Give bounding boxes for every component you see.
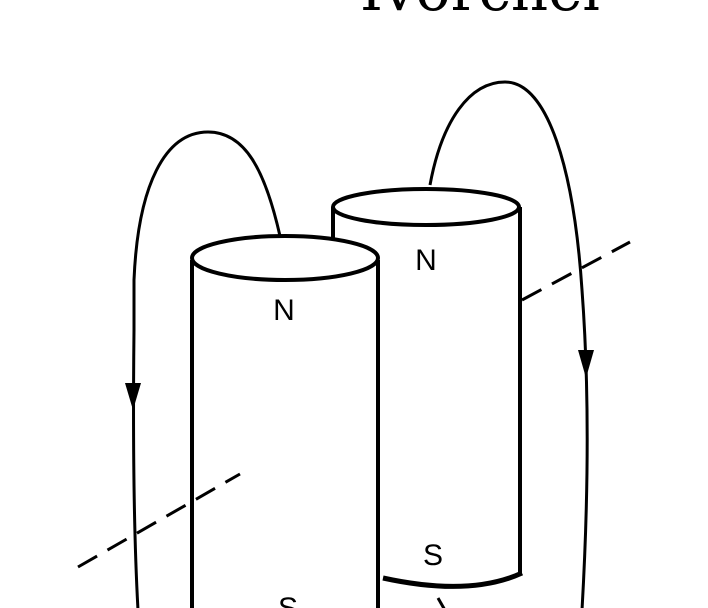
left-magnet-body: [192, 260, 378, 608]
left-magnet-top-face: [190, 234, 380, 282]
partial-title-text: Ivorcheг: [360, 0, 613, 24]
left-magnet-south-label: S: [278, 592, 298, 608]
bottom-field-line-fragment: [436, 597, 446, 608]
right-magnet-bottom-edge: [382, 570, 524, 589]
right-field-line: [428, 80, 589, 608]
right-field-line-arrowhead: [578, 350, 594, 378]
right-magnet-south-label: S: [423, 539, 443, 572]
right-magnet: N S: [331, 187, 524, 589]
left-field-line: [131, 130, 282, 608]
left-magnet-north-label: N: [273, 294, 295, 327]
left-field-line-arrowhead: [125, 383, 141, 410]
right-dashed-line: [521, 240, 631, 302]
right-magnet-top-face: [331, 187, 521, 227]
right-magnet-north-label: N: [415, 244, 437, 277]
left-magnet: N S: [190, 234, 380, 608]
right-magnet-sides: [331, 207, 522, 573]
left-magnet-sides: [190, 260, 380, 608]
left-dashed-line: [77, 472, 241, 569]
